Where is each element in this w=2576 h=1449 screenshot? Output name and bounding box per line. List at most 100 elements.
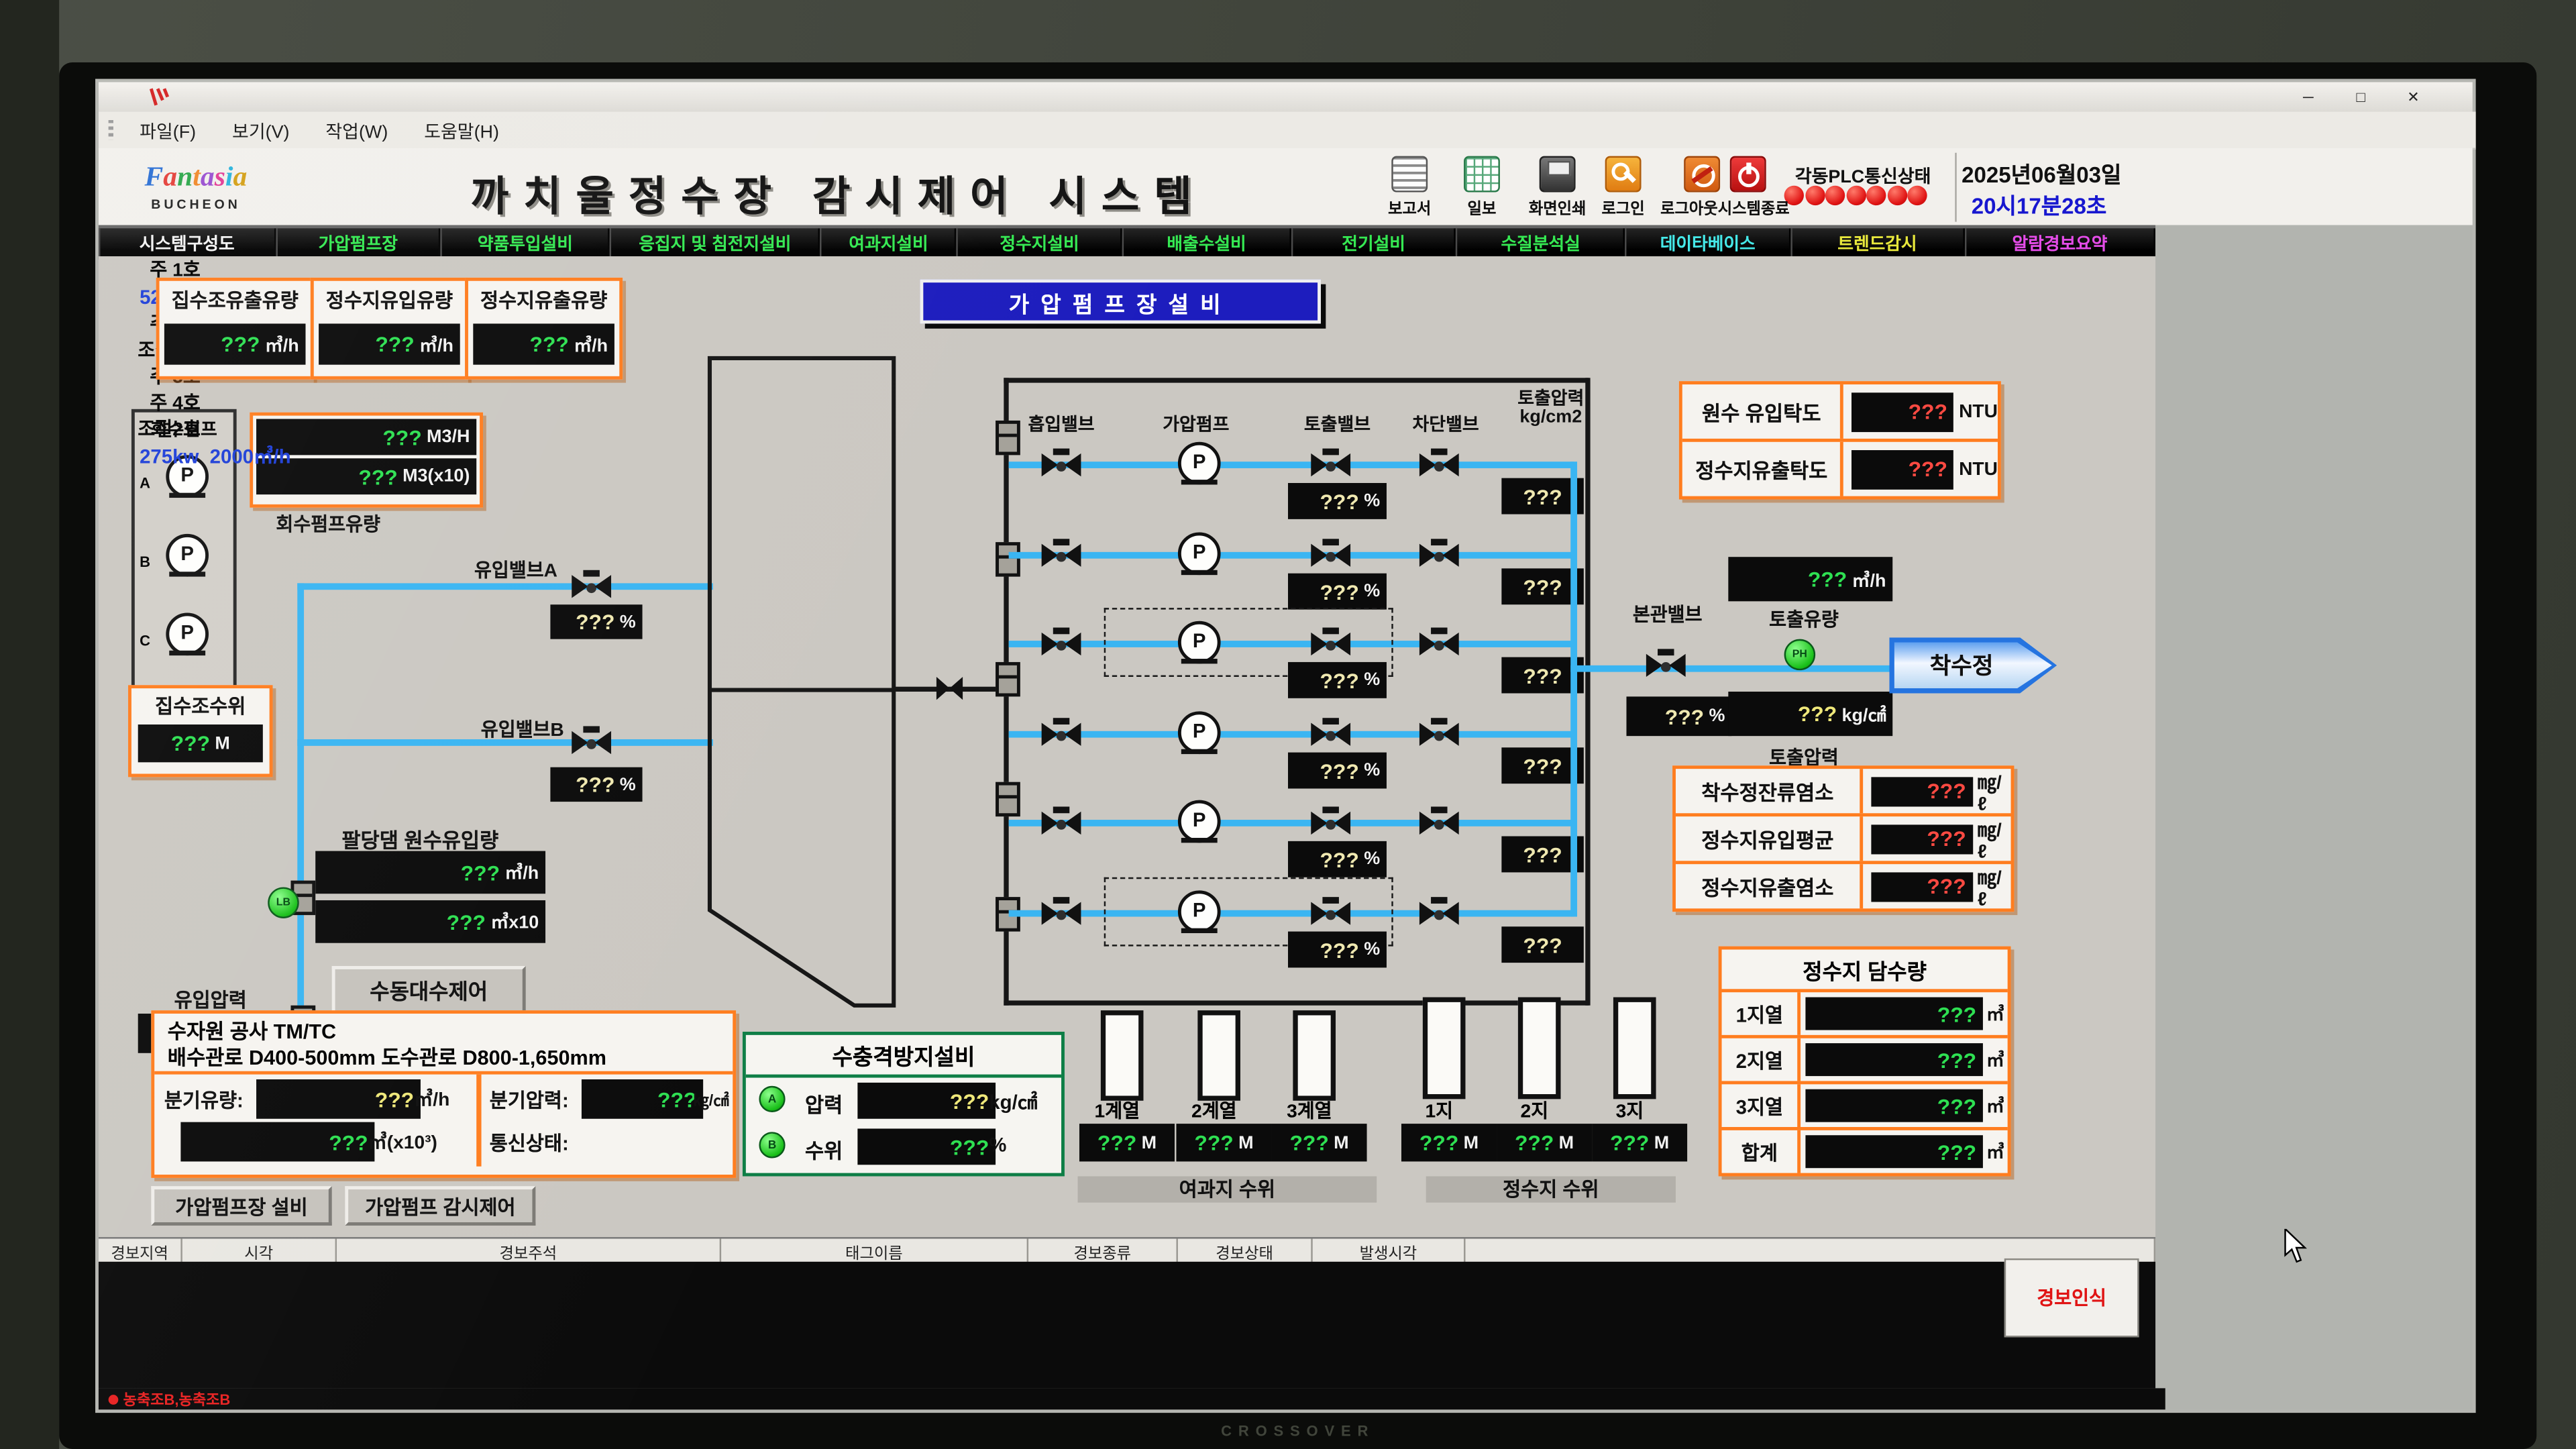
tab-4[interactable]: 여과지설비: [820, 228, 957, 260]
flow-box-2: 정수지유출유량???㎥/h: [465, 277, 623, 380]
inlet-valve-a-icon[interactable]: [572, 570, 612, 603]
suction-valve-icon[interactable]: [1041, 627, 1081, 661]
discharge-pressure-display: ???: [1501, 657, 1584, 694]
minimize-button[interactable]: ─: [2302, 89, 2314, 105]
tab-8[interactable]: 수질분석실: [1456, 228, 1625, 260]
pump-name-label: 조절2호: [138, 420, 201, 441]
recovery-pump-letter: B: [140, 553, 151, 570]
menu-item[interactable]: 보기(V): [232, 123, 290, 144]
toolbar-printer-button[interactable]: 화면인쇄: [1518, 156, 1597, 219]
toolbar-login-key-button[interactable]: 로그인: [1587, 156, 1660, 219]
discharge-pressure-display: ???: [1501, 836, 1584, 873]
toolbar-report-button[interactable]: 보고서: [1373, 156, 1446, 219]
shutoff-valve-icon[interactable]: [1419, 897, 1459, 930]
tank-level-display: ???M: [1079, 1124, 1175, 1162]
sump-level-display: ???M: [138, 724, 263, 763]
plc-status-dot: [1866, 185, 1886, 206]
logo-letter: a: [163, 161, 178, 193]
shutoff-valve-icon[interactable]: [1419, 539, 1459, 572]
pump-monitor-control-button[interactable]: 가압펌프 감시제어: [345, 1186, 536, 1226]
tank-label: 2계열: [1191, 1102, 1237, 1122]
tank-column: [1100, 1010, 1144, 1101]
tank-column: [1293, 1010, 1336, 1101]
branch-pressure-unit: ㎏/㎠: [693, 1092, 729, 1111]
discharge-pressure-display: ???: [1501, 568, 1584, 605]
monitor-brand: CROSSOVER: [1221, 1422, 1375, 1440]
inlet-valve-b-open-display: ???%: [550, 767, 643, 802]
toolbar-daily-table-button[interactable]: 일보: [1446, 156, 1518, 219]
menu-item[interactable]: 파일(F): [140, 123, 197, 144]
tab-3[interactable]: 응집지 및 침전지설비: [609, 228, 820, 260]
toolbar-logout-button[interactable]: 로그아웃시스템종료: [1653, 156, 1798, 219]
discharge-valve-icon[interactable]: [1311, 448, 1351, 482]
tab-1[interactable]: 가압펌프장: [275, 228, 441, 260]
pump-icon[interactable]: P: [1176, 890, 1222, 934]
pump-icon[interactable]: P: [1176, 800, 1222, 843]
pump-column-header: 가압펌프: [1163, 415, 1230, 435]
alarm-header-filler: [1465, 1238, 2156, 1264]
menu-item[interactable]: 작업(W): [325, 123, 388, 144]
suction-valve-icon[interactable]: [1041, 539, 1081, 572]
tab-7[interactable]: 전기설비: [1291, 228, 1456, 260]
pump-icon[interactable]: P: [1176, 711, 1222, 755]
pump-icon[interactable]: P: [1176, 621, 1222, 664]
inlet-pipe-a: [297, 583, 713, 590]
discharge-open-display: ???%: [1288, 483, 1387, 519]
plc-status-dots: [1784, 185, 1928, 206]
suction-valve-icon[interactable]: [1041, 897, 1081, 930]
tab-10[interactable]: 트렌드감시: [1790, 228, 1964, 260]
shutoff-valve-icon[interactable]: [1419, 448, 1459, 482]
manual-count-control-button[interactable]: 수동대수제어: [331, 966, 526, 1014]
discharge-valve-icon[interactable]: [1311, 806, 1351, 839]
maximize-button[interactable]: □: [2356, 89, 2365, 105]
pump-station-equipment-button[interactable]: 가압펌프장 설비: [151, 1186, 332, 1226]
alarm-ack-button[interactable]: 경보인식: [2037, 1289, 2106, 1309]
reservoir-row-label: 2지열: [1722, 1038, 1801, 1081]
alarm-header-col: 발생시각: [1313, 1238, 1466, 1264]
pump-icon[interactable]: P: [1176, 532, 1222, 576]
shutoff-valve-icon[interactable]: [1419, 627, 1459, 661]
tab-2[interactable]: 약품투입설비: [441, 228, 610, 260]
reservoir-row-display: ???: [1805, 997, 1983, 1030]
flow-box-display: ???㎥/h: [319, 323, 460, 365]
lb-sensor-icon: LB: [268, 887, 299, 918]
main-valve-icon[interactable]: [1646, 649, 1686, 682]
tab-5[interactable]: 정수지설비: [957, 228, 1122, 260]
discharge-valve-icon[interactable]: [1311, 627, 1351, 661]
tab-0[interactable]: 시스템구성도: [98, 228, 276, 260]
shutoff-valve-icon[interactable]: [1419, 718, 1459, 751]
suction-valve-icon[interactable]: [1041, 718, 1081, 751]
discharge-valve-icon[interactable]: [1311, 718, 1351, 751]
inlet-pipe-b: [297, 739, 713, 746]
suction-valve-icon[interactable]: [1041, 806, 1081, 839]
logout-icon: [1684, 156, 1721, 193]
tab-11[interactable]: 알람경보요약: [1964, 228, 2156, 260]
alarm-header-col: 시각: [182, 1238, 337, 1264]
suction-valve-icon[interactable]: [1041, 448, 1081, 482]
pump-row-pipe: [1008, 462, 1574, 468]
pump-icon[interactable]: P: [164, 612, 211, 656]
inlet-valve-b-icon[interactable]: [572, 726, 612, 759]
inlet-pipe-vertical: [297, 583, 305, 1044]
app-background-panel: [2155, 225, 2473, 1410]
tab-9[interactable]: 데이타베이스: [1625, 228, 1791, 260]
discharge-valve-icon[interactable]: [1311, 897, 1351, 930]
tank-stub-valve-icon[interactable]: [936, 676, 963, 700]
shutoff-valve-icon[interactable]: [1419, 806, 1459, 839]
recovery-pump-letter: C: [140, 632, 151, 649]
tab-6[interactable]: 배출수설비: [1122, 228, 1291, 260]
chaksujeong-arrow-label: 착수정: [1894, 642, 2052, 689]
discharge-open-display: ???%: [1288, 573, 1387, 610]
reservoir-row: 3지열???㎥: [1721, 1081, 2008, 1128]
close-button[interactable]: ✕: [2407, 89, 2420, 105]
pump-icon[interactable]: P: [164, 533, 211, 577]
discharge-valve-icon[interactable]: [1311, 539, 1351, 572]
meter-unit: ㎎/ℓ: [1977, 773, 2002, 814]
reservoir-row-label: 3지열: [1722, 1084, 1801, 1128]
menu-item[interactable]: 도움말(H): [424, 123, 499, 144]
pump-icon[interactable]: P: [1176, 441, 1222, 485]
meter-unit: ㎎/ℓ: [1977, 868, 2002, 910]
pump-icon[interactable]: P: [164, 455, 211, 498]
paldang-inflow-label: 팔당댐 원수유입량: [341, 829, 499, 853]
